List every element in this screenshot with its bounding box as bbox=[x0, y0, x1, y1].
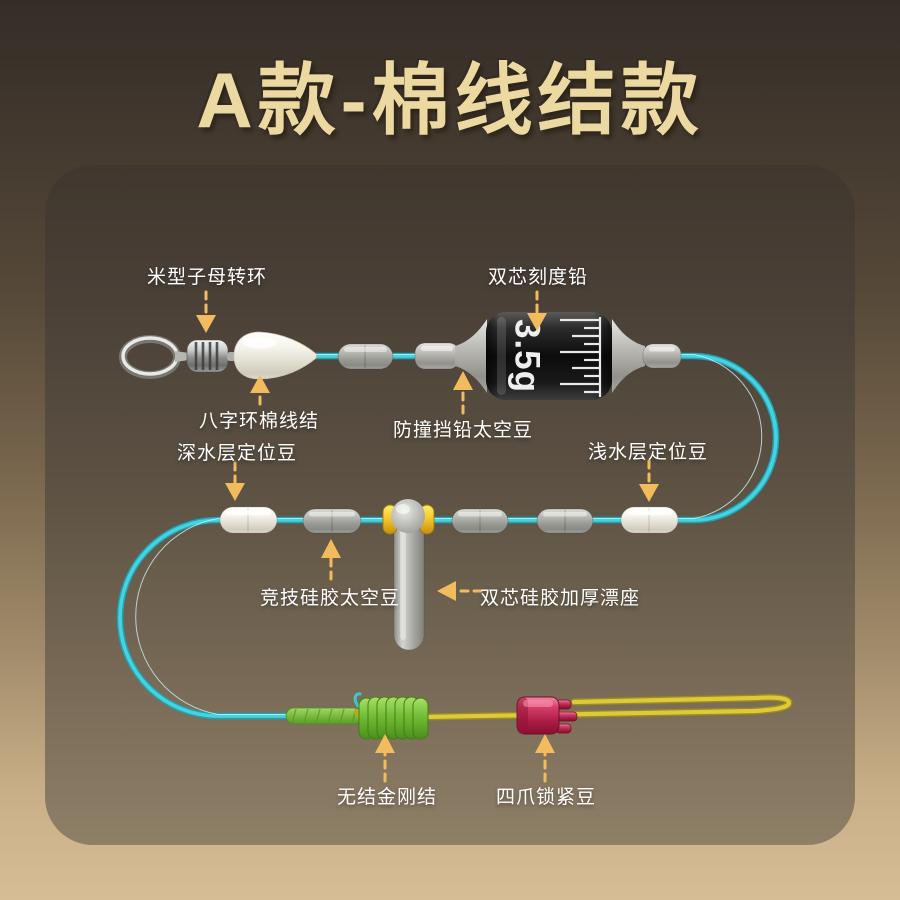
scale-lead-weight: 3.5g bbox=[414, 312, 682, 400]
shallow-water-position-bead bbox=[620, 506, 679, 534]
lead-scale-ticks bbox=[560, 317, 602, 397]
label-float-seat: 双芯硅胶加厚漂座 bbox=[479, 588, 641, 609]
label-silicone-bead: 竞技硅胶太空豆 bbox=[259, 588, 401, 609]
arrowhead-knotless-knot-icon bbox=[375, 734, 395, 753]
knotless-diamond-knot bbox=[285, 692, 429, 740]
arrowhead-deep-bead-icon bbox=[225, 483, 245, 501]
arrowhead-lock-bead-icon bbox=[535, 734, 555, 753]
main-line-cyan bbox=[116, 352, 780, 720]
swivel bbox=[119, 335, 239, 379]
silicone-space-bean-mid1 bbox=[451, 508, 509, 534]
space-bean-top bbox=[337, 343, 394, 370]
page-title: A款-棉线结款 bbox=[196, 56, 704, 144]
sub-line-yellow bbox=[420, 694, 793, 721]
figure8-cotton-knot bbox=[233, 331, 317, 380]
label-cotton-knot: 八字环棉线结 bbox=[198, 411, 320, 432]
arrowhead-shallow-bead-icon bbox=[639, 484, 659, 502]
arrowhead-silicone-bead-icon bbox=[321, 539, 341, 558]
line-tip bbox=[353, 692, 362, 708]
label-swivel: 米型子母转环 bbox=[146, 267, 268, 288]
label-deep-water-bead: 深水层定位豆 bbox=[176, 443, 298, 464]
label-scale-lead: 双芯刻度铅 bbox=[487, 267, 589, 288]
label-shallow-water-bead: 浅水层定位豆 bbox=[587, 442, 709, 463]
arrowhead-float-seat-icon bbox=[437, 581, 456, 601]
arrowhead-bumper-bead-icon bbox=[453, 371, 473, 390]
deep-water-position-bead bbox=[219, 506, 278, 534]
label-lock-bead: 四爪锁紧豆 bbox=[495, 787, 597, 808]
silicone-space-bean-mid2 bbox=[536, 508, 594, 534]
swivel-link bbox=[175, 351, 189, 362]
green-coil bbox=[358, 696, 429, 740]
arrowhead-cotton-knot-icon bbox=[250, 375, 270, 393]
four-claw-lock-bead bbox=[516, 696, 578, 735]
silicone-space-bean-left bbox=[302, 508, 362, 534]
diagram-panel bbox=[45, 165, 855, 845]
arrowhead-lead-icon bbox=[527, 313, 547, 331]
arrowhead-swivel-icon bbox=[196, 315, 216, 333]
lead-weight-value: 3.5g bbox=[508, 319, 547, 393]
label-knotless-knot: 无结金刚结 bbox=[336, 787, 438, 808]
label-bumper-bead: 防撞挡铅太空豆 bbox=[392, 420, 534, 441]
float-seat bbox=[382, 499, 435, 651]
